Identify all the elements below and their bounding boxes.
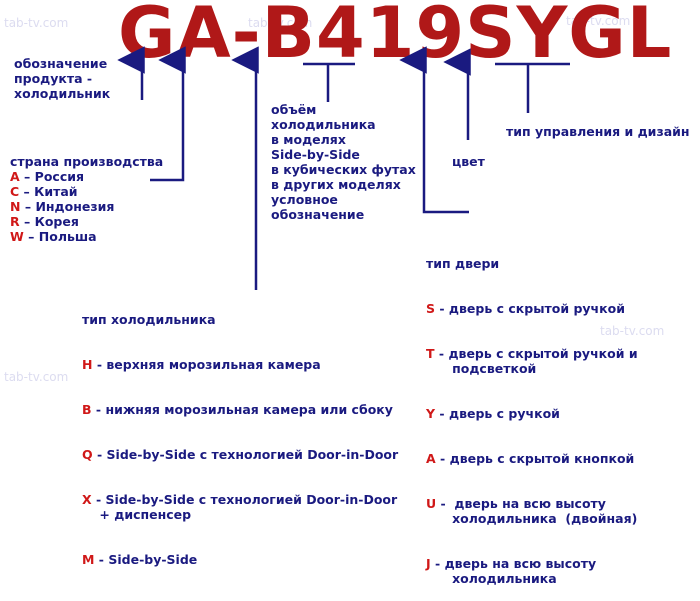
list-item: N – Индонезия bbox=[10, 199, 115, 214]
country-title: страна производства bbox=[10, 154, 164, 169]
list-item: S - дверь с скрытой ручкой bbox=[426, 301, 625, 316]
watermark: tab-tv.com bbox=[600, 324, 665, 338]
list-item: Y - дверь с ручкой bbox=[426, 406, 560, 421]
list-item: W – Польша bbox=[10, 229, 97, 244]
list-item: Q - Side-by-Side с технологией Door-in-D… bbox=[82, 447, 399, 462]
list-item: A – Россия bbox=[10, 169, 85, 184]
door-title: тип двери bbox=[426, 256, 500, 271]
list-item: X - Side-by-Side с технологией Door-in-D… bbox=[82, 492, 398, 522]
product-label: обозначение продукта - холодильник bbox=[14, 56, 111, 101]
control-label: тип управления и дизайн bbox=[506, 124, 690, 139]
watermark: tab-tv.com bbox=[248, 16, 313, 30]
connector-arrows bbox=[117, 46, 570, 290]
country-block: страна производства A – Россия C – Китай… bbox=[10, 154, 163, 244]
fridge-type-block: тип холодильника H - верхняя морозильная… bbox=[82, 282, 398, 582]
watermark: tab-tv.com bbox=[4, 16, 69, 30]
color-label: цвет bbox=[452, 154, 485, 169]
list-item: U - дверь на всю высоту холодильника (дв… bbox=[426, 496, 638, 526]
list-item: J - дверь на всю высоту холодильника bbox=[426, 556, 597, 586]
list-item: H - верхняя морозильная камера bbox=[82, 357, 321, 372]
list-item: A - дверь с скрытой кнопкой bbox=[426, 451, 635, 466]
list-item: R – Корея bbox=[10, 214, 79, 229]
watermark: tab-tv.com bbox=[4, 370, 69, 384]
door-type-block: тип двери S - дверь с скрытой ручкой T -… bbox=[426, 226, 638, 601]
volume-label: объём холодильника в моделях Side-by-Sid… bbox=[271, 102, 416, 222]
model-code: GA-B419SYGL bbox=[118, 0, 673, 74]
arrow-door bbox=[399, 46, 469, 214]
list-item: T - дверь с скрытой ручкой и подсветкой bbox=[426, 346, 638, 376]
type-title: тип холодильника bbox=[82, 312, 216, 327]
list-item: M - Side-by-Side bbox=[82, 552, 198, 567]
watermark: tab-tv.com bbox=[566, 14, 631, 28]
arrow-country bbox=[150, 46, 186, 182]
list-item: C – Китай bbox=[10, 184, 78, 199]
list-item: B - нижняя морозильная камера или сбоку bbox=[82, 402, 393, 417]
